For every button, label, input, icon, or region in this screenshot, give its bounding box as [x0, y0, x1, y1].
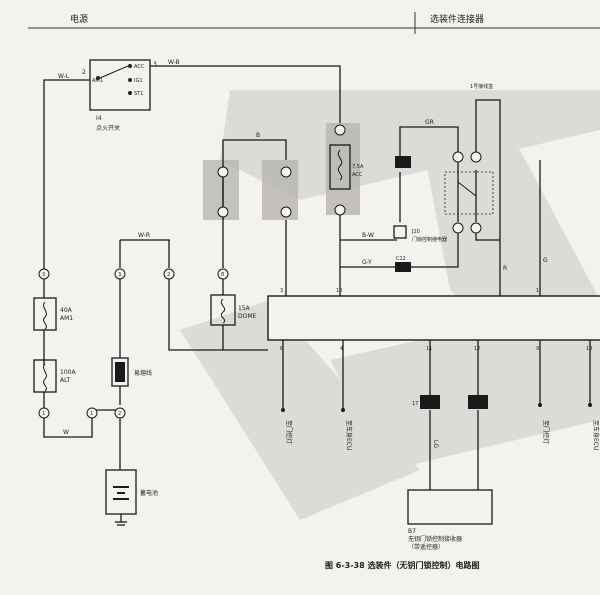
pin-num-12: 12: [474, 346, 480, 352]
bottom-connectors: B7 无钥门锁控制接收器 （带遥控器）: [281, 395, 592, 551]
pin-num-2b: 2: [118, 411, 121, 417]
pin-num-2a: 2: [167, 272, 170, 278]
fusible-link-name: 易熔线: [134, 369, 152, 377]
wire-label-g: G: [543, 257, 548, 264]
wire-label-r: R: [503, 265, 507, 272]
wire-label-g-y: G-Y: [362, 259, 372, 266]
ignition-terminal-ig1: IG1: [134, 78, 143, 84]
pin-num-1a: 1: [42, 411, 45, 417]
shaded-regions: [203, 123, 360, 220]
bottom-labels: 至门控灯 至车身ECU 至门控灯 至车身ECU: [285, 420, 600, 450]
wire-label-b-w: B-W: [362, 232, 374, 239]
ignition-terminal-st1: ST1: [134, 91, 143, 97]
module-b7-subname: （带遥控器）: [408, 543, 444, 551]
relay-top-name: 1号接线盒: [470, 83, 493, 90]
ignition-pin-3: 3: [153, 61, 157, 68]
connector-j20-id: J20: [411, 229, 420, 235]
pin-num-3c: 3: [280, 288, 283, 294]
pin-num-11: 11: [426, 346, 432, 352]
fuse-acc-rating: 7.5A: [352, 164, 364, 170]
fuse-100a: 100A ALT: [33, 359, 76, 393]
wire-label-w-b: W-B: [168, 59, 180, 66]
connector-rail: [267, 295, 600, 341]
label-body-ecu-2: 至车身ECU: [592, 420, 600, 450]
wire-label-w: W: [63, 429, 69, 436]
pin-num-3a: 3: [42, 272, 45, 278]
pin-num-9: 9: [536, 346, 539, 352]
pin-num-17: 17: [412, 401, 418, 407]
pin-num-1c: 1: [536, 288, 539, 294]
header-connector-label: 选装件连接器: [430, 13, 484, 25]
pin-num-13: 13: [586, 346, 592, 352]
connector-j20-name: 门锁控制继电器: [412, 236, 447, 243]
fuse-100a-rating: 100A: [60, 369, 76, 376]
pin-num-8: 8: [221, 272, 224, 278]
wire-label-w-l: W-L: [58, 73, 70, 80]
wire-label-lg: LG: [432, 440, 439, 448]
wire-labels: W-L W-B B W-R GR B-W G-Y W G R LG: [58, 59, 548, 448]
label-dome-light-2: 至门控灯: [542, 420, 550, 444]
relay-c12-id: C12: [396, 256, 406, 262]
relay-box: 1号接线盒: [444, 83, 494, 215]
ignition-terminal-acc: ACC: [134, 64, 145, 70]
ignition-switch-name: 点火开关: [96, 124, 120, 132]
ignition-switch: AM1 ACC IG1 ST1 2 3 I4 点火开关: [82, 59, 157, 132]
fuse-40a: 40A AM1: [33, 297, 73, 331]
ignition-terminal-am1: AM1: [92, 78, 103, 84]
pin-num-1b: 1: [90, 411, 93, 417]
fuse-40a-rating: 40A: [60, 307, 73, 314]
module-b7-id: B7: [408, 528, 416, 535]
fusible-link: 易熔线: [111, 357, 152, 387]
fuse-40a-name: AM1: [60, 315, 73, 322]
ignition-pin-2: 2: [82, 69, 86, 76]
wire-label-w-r: W-R: [138, 232, 150, 239]
fuse-dome-name: DOME: [238, 313, 257, 320]
label-body-ecu-1: 至车身ECU: [345, 420, 353, 450]
pin-num-6: 6: [280, 346, 283, 352]
pin-numbers: 3 3 2 8 1 1 2 3 10 1 6 4 11 12 9 13 17: [42, 272, 592, 417]
header-power-label: 电源: [70, 13, 88, 25]
battery-name: 蓄电池: [140, 489, 158, 497]
fuse-dome-rating: 15A: [238, 305, 251, 312]
battery: 蓄电池: [105, 469, 158, 526]
ignition-switch-id: I4: [96, 115, 102, 122]
label-dome-light-1: 至门控灯: [285, 420, 293, 444]
fuse-dome: 15A DOME: [210, 294, 257, 326]
module-b7-name: 无钥门锁控制接收器: [408, 535, 462, 543]
wire-label-b: B: [256, 132, 260, 139]
pin-markers: [38, 124, 482, 419]
fuse-100a-name: ALT: [60, 377, 71, 384]
connector-c12: J20 门锁控制继电器 C12: [393, 156, 447, 272]
figure-caption: 图 6-3-38 选装件（无钥门锁控制）电路图: [325, 560, 479, 570]
pin-num-10: 10: [336, 288, 342, 294]
pin-num-3b: 3: [118, 272, 121, 278]
pin-num-4: 4: [340, 346, 343, 352]
wire-label-gr: GR: [425, 119, 434, 126]
fuse-acc: 7.5A ACC: [329, 144, 364, 190]
fuse-acc-name: ACC: [352, 172, 363, 178]
